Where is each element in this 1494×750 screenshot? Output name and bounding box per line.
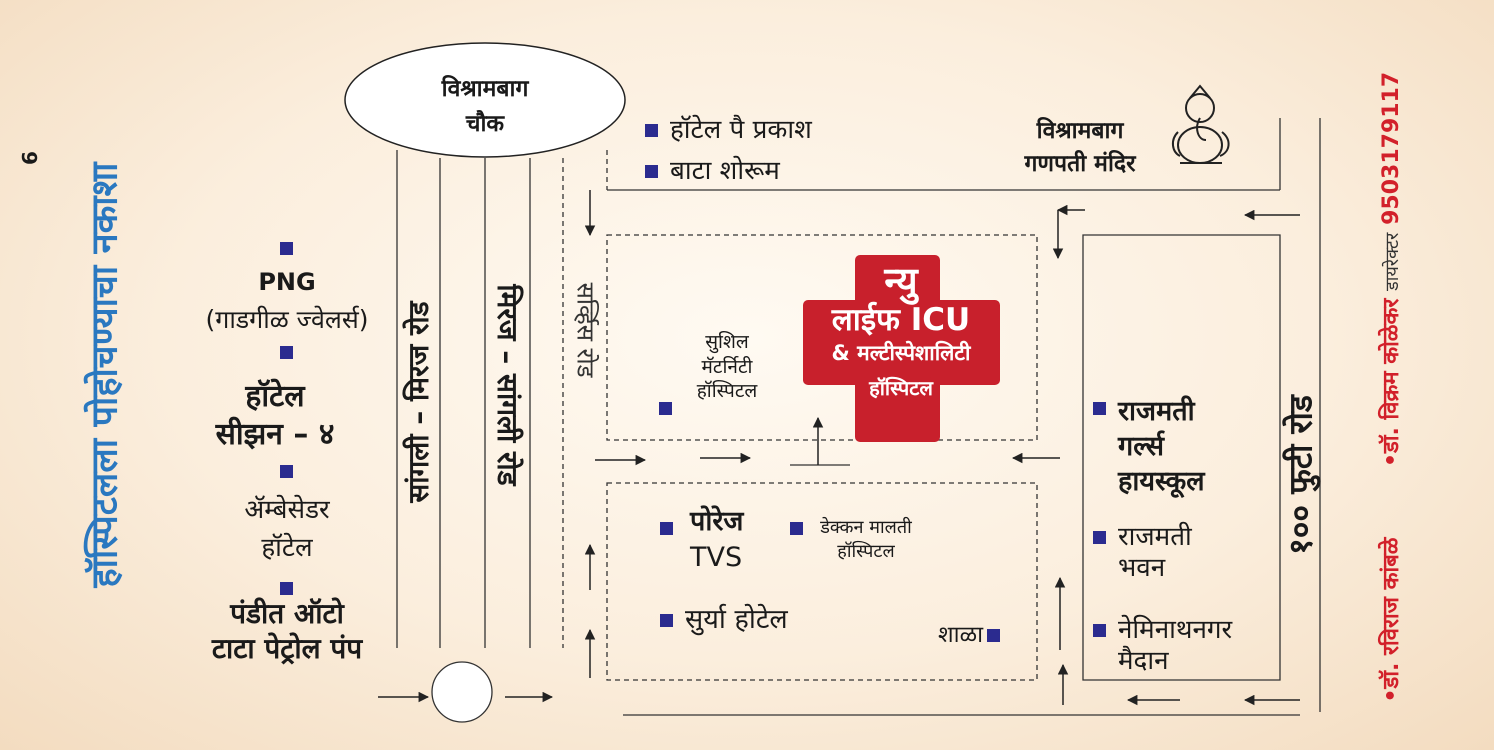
hotel-season-line-1: हॉटेल: [245, 379, 305, 414]
credit-doctor-1: •डॉ. रविराज कांबळे: [1379, 537, 1404, 703]
marker-square: [280, 465, 293, 478]
sushil-line-3: हॉस्पिटल: [696, 380, 758, 403]
rajmati-school-line-1: राजमती: [1118, 396, 1195, 427]
chowk-line-2: चौक: [465, 110, 505, 137]
marker-square: [790, 522, 803, 535]
road-sangli-miraj: सांगली – मिरज रोड: [402, 301, 435, 503]
pandit-line-1: पंडीत ऑटो: [230, 597, 344, 630]
deccan-malti-hospital: डेक्कन मालती हॉस्पिटल: [820, 516, 912, 565]
surya-hotel: सुर्या होटेल: [660, 604, 788, 635]
map-title: हॉस्पिटलला पोहोचण्याचा नकाशा: [84, 162, 126, 588]
ambassador-line-1: ॲम्बेसेडर: [244, 495, 330, 525]
hospital-line-4: हॉस्पिटल: [869, 376, 933, 401]
pandit-auto: पंडीत ऑटो टाटा पेट्रोल पंप: [212, 596, 362, 666]
rajmati-bhavan-line-2: भवन: [1118, 553, 1166, 584]
road-100ft: १०० फुटी रोड: [1281, 395, 1320, 555]
porej-tvs: पोरेज TVS: [690, 504, 743, 577]
rajmati-bhavan: राजमती भवन: [1118, 522, 1192, 584]
marker-square: [280, 582, 293, 595]
marker-square: [1093, 531, 1106, 544]
marker-square: [660, 614, 673, 627]
hotel-pai-prakash: हॉटेल पै प्रकाश: [645, 115, 812, 146]
credit-role: डायरेक्टर: [1382, 232, 1403, 291]
temple-line-1: विश्रामबाग: [1036, 118, 1124, 144]
porej-line-2: TVS: [690, 542, 743, 574]
sushil-line-2: मॅटर्निटी: [701, 355, 753, 378]
deccan-line-2: हॉस्पिटल: [837, 541, 895, 563]
hotel-season-line-2: सीझन – ४: [215, 416, 335, 452]
bata-showroom: बाटा शोरूम: [645, 156, 780, 187]
hospital-line-1: न्यु: [884, 259, 918, 303]
ambassador-hotel: ॲम्बेसेडर हॉटेल: [244, 492, 329, 567]
deccan-line-1: डेक्कन मालती: [820, 517, 912, 538]
marker-square: [660, 522, 673, 535]
rajmati-school-line-2: गर्ल्स: [1118, 431, 1164, 463]
ganpati-temple: विश्रामबाग गणपती मंदिर: [1024, 115, 1135, 182]
ganesh-icon: [1172, 84, 1230, 164]
temple-line-2: गणपती मंदिर: [1024, 151, 1136, 178]
ambassador-line-2: हॉटेल: [261, 532, 313, 563]
marker-square: [1093, 624, 1106, 637]
neminath-line-1: नेमिनाथनगर: [1118, 615, 1233, 645]
porej-line-1: पोरेज: [690, 506, 744, 537]
pandit-line-2: टाटा पेट्रोल पंप: [211, 632, 363, 665]
school: शाळा: [938, 622, 1001, 648]
png-label: PNG: [258, 268, 316, 296]
neminath-line-2: मैदान: [1118, 646, 1169, 677]
png-sub-label: (गाडगीळ ज्वेलर्स): [205, 305, 369, 334]
hotel-season: हॉटेल सीझन – ४: [216, 378, 335, 453]
sushil-line-1: सुशिल: [705, 331, 749, 353]
credit-phone: 9503179117: [1379, 71, 1404, 225]
marker-square: [645, 165, 658, 178]
marker-square: [645, 124, 658, 137]
sushil-maternity: सुशिल मॅटर्निटी हॉस्पिटल: [697, 330, 758, 404]
road-miraj-sangli: मिरज – सांगली रोड: [491, 284, 524, 486]
rajmati-girls-school: राजमती गर्ल्स हायस्कूल: [1118, 394, 1205, 499]
vishrambag-chowk: विश्रामबाग चौक: [442, 72, 529, 141]
marker-square: [659, 402, 672, 415]
marker-square: [280, 346, 293, 359]
chowk-line-1: विश्रामबाग: [441, 76, 529, 102]
marker-square: [987, 629, 1001, 642]
rajmati-bhavan-line-1: राजमती: [1118, 522, 1192, 552]
rajmati-school-line-3: हायस्कूल: [1118, 466, 1205, 498]
marker-square: [1093, 402, 1106, 415]
hospital-line-3: & मल्टीस्पेशालिटी: [831, 341, 971, 366]
new-life-hospital: न्यु लाईफ ICU & मल्टीस्पेशालिटी हॉस्पिटल: [831, 259, 971, 401]
hospital-line-2: लाईफ ICU: [831, 301, 971, 338]
marker-square: [280, 242, 293, 255]
road-service: सर्व्हिस रोड: [571, 282, 600, 378]
credit-doctor-2-line: •डॉ. विक्रम कोळेकर डायरेक्टर 9503179117: [1375, 72, 1405, 467]
neminathnagar-ground: नेमिनाथनगर मैदान: [1118, 615, 1232, 677]
page-number: 6: [18, 151, 42, 165]
credit-doctor-2: •डॉ. विक्रम कोळेकर: [1379, 298, 1404, 467]
